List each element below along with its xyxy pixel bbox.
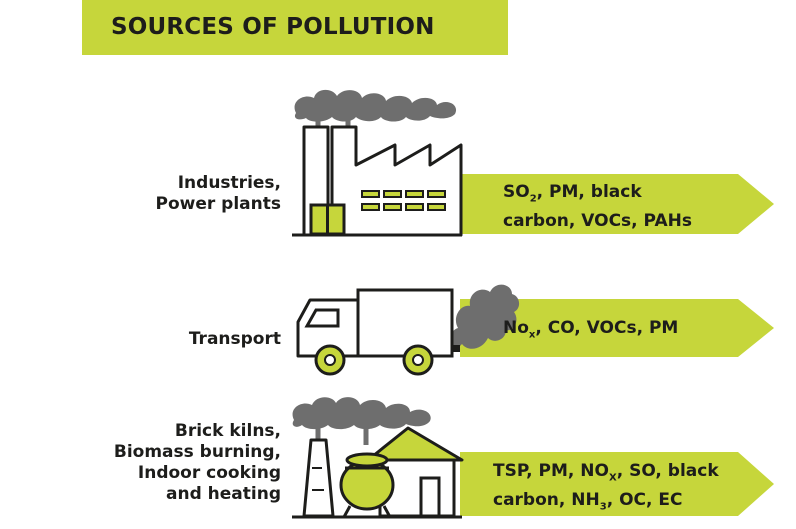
pollutant-subscript: 3 (599, 501, 607, 513)
pollutant-line: TSP, PM, NOX, SO, black (493, 460, 719, 489)
pollutant-subscript: x (528, 329, 536, 341)
pollutant-subscript: 2 (529, 193, 537, 205)
source-label-line: Power plants (155, 194, 282, 214)
source-label-transport: Transport (189, 329, 281, 350)
pollutant-line: SO2, PM, black (503, 181, 692, 210)
pollutant-line: Nox, CO, VOCs, PM (503, 317, 678, 346)
pollutant-line: carbon, NH3, OC, EC (493, 489, 719, 518)
factory-icon (292, 89, 463, 237)
source-label-line: Industries, (177, 173, 281, 193)
exhaust-smoke (450, 284, 520, 350)
kiln-house-icon (292, 397, 464, 519)
source-label-line: and heating (166, 484, 281, 504)
pollutant-text: , SO, black (616, 461, 719, 481)
pollutant-text: carbon, VOCs, PAHs (503, 211, 692, 232)
pollutant-line: carbon, VOCs, PAHs (503, 210, 692, 232)
pollutant-subscript: X (609, 472, 617, 484)
smoke-cloud (294, 89, 457, 122)
pollutant-text: , OC, EC (606, 490, 683, 511)
source-label-industries: Industries,Power plants (156, 173, 282, 215)
source-label-line: Biomass burning, (113, 442, 281, 462)
pollutant-text: TSP, PM, NO (493, 461, 609, 481)
source-label-line: Brick kilns, (174, 421, 281, 441)
title-banner (82, 0, 508, 55)
pollutant-text: No (503, 318, 529, 338)
source-label-kilns: Brick kilns,Biomass burning,Indoor cooki… (114, 421, 281, 505)
pollutant-text: carbon, NH (493, 490, 600, 511)
pollutant-arrow-kilns (460, 452, 774, 516)
source-label-line: Transport (188, 329, 281, 349)
source-label-line: Indoor cooking (137, 463, 281, 483)
pollutant-arrow-transport (460, 299, 774, 357)
pollutants-transport: Nox, CO, VOCs, PM (503, 317, 678, 346)
page-title: SOURCES OF POLLUTION (111, 14, 435, 40)
smoke-cloud (292, 397, 431, 430)
pollutant-text: , CO, VOCs, PM (535, 318, 679, 338)
pollutant-text: , PM, black (536, 182, 642, 202)
pollutant-arrow-industries (460, 174, 774, 234)
pollutant-text: SO (503, 182, 530, 202)
truck-icon (296, 284, 520, 376)
